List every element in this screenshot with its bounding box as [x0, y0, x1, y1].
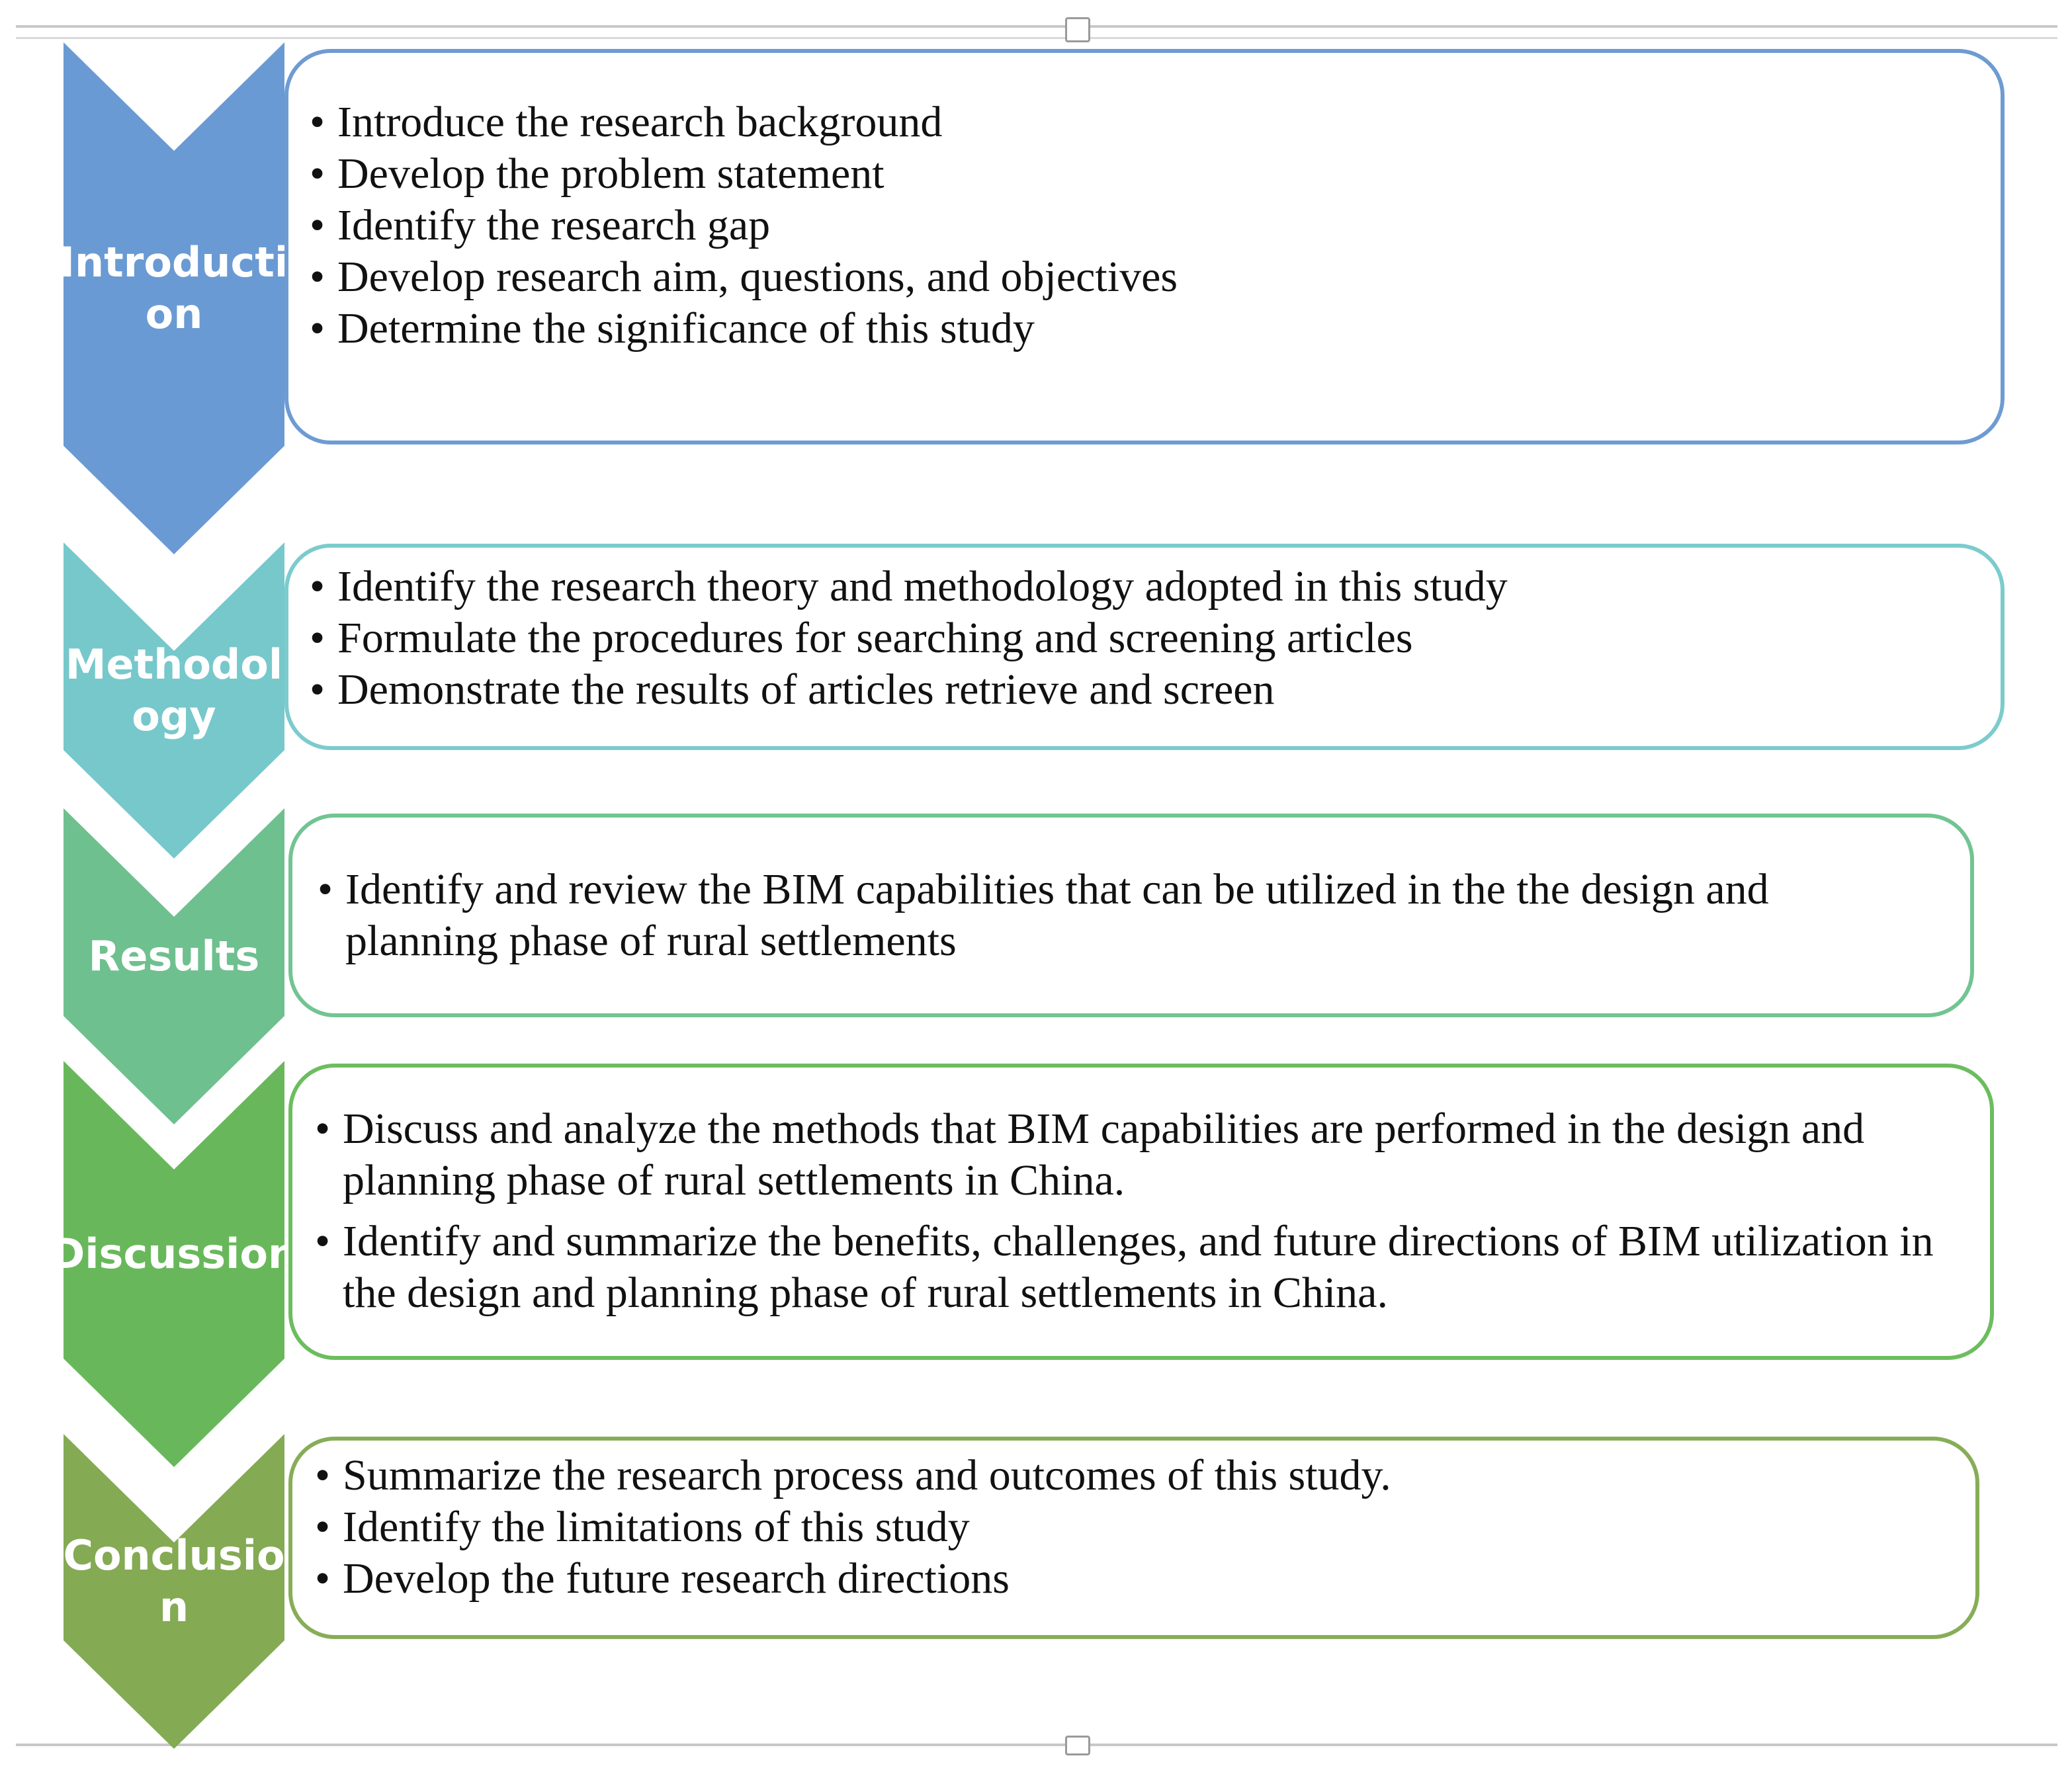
bullet-list-methodology: Identify the research theory and methodo… — [310, 561, 1937, 716]
resize-handle-top[interactable] — [1065, 17, 1090, 42]
bullet-list-discussion: Discuss and analyze the methods that BIM… — [315, 1103, 1949, 1328]
chevron-results — [64, 808, 284, 1124]
bullet-item: Discuss and analyze the methods that BIM… — [315, 1103, 1949, 1206]
step-label-introduction: Introducti on — [59, 238, 289, 338]
step-label-methodology: Methodol ogy — [65, 640, 283, 740]
bullet-item: Develop the problem statement — [310, 148, 1937, 200]
frame-bottom-border — [16, 1744, 2057, 1746]
bullet-item: Develop the future research directions — [315, 1553, 1949, 1605]
bullet-item: Identify the limitations of this study — [315, 1501, 1949, 1553]
step-label-results: Results — [88, 932, 260, 980]
bullet-list-introduction: Introduce the research backgroundDevelop… — [310, 97, 1937, 355]
chevron-methodology — [64, 542, 284, 859]
frame-top-guide — [16, 37, 2057, 39]
bullet-item: Introduce the research background — [310, 97, 1937, 148]
bullet-item: Formulate the procedures for searching a… — [310, 612, 1937, 664]
bullet-item: Demonstrate the results of articles retr… — [310, 664, 1937, 716]
step-label-discussion: Discussion — [50, 1230, 298, 1278]
bullet-item: Summarize the research process and outco… — [315, 1450, 1949, 1501]
bullet-item: Identify and summarize the benefits, cha… — [315, 1216, 1949, 1319]
bullet-item: Identify the research gap — [310, 200, 1937, 251]
chevron-conclusion — [64, 1434, 284, 1749]
bullet-list-results: Identify and review the BIM capabilities… — [318, 864, 1932, 976]
bullet-item: Develop research aim, questions, and obj… — [310, 251, 1937, 303]
bullet-item: Identify and review the BIM capabilities… — [318, 864, 1932, 967]
resize-handle-bottom[interactable] — [1065, 1736, 1090, 1755]
step-label-conclusion: Conclusio n — [63, 1531, 285, 1631]
chevron-introduction — [64, 42, 284, 554]
frame-top-border — [16, 25, 2057, 28]
bullet-item: Determine the significance of this study — [310, 303, 1937, 355]
bullet-item: Identify the research theory and methodo… — [310, 561, 1937, 612]
bullet-list-conclusion: Summarize the research process and outco… — [315, 1450, 1949, 1605]
chevron-discussion — [64, 1061, 284, 1467]
